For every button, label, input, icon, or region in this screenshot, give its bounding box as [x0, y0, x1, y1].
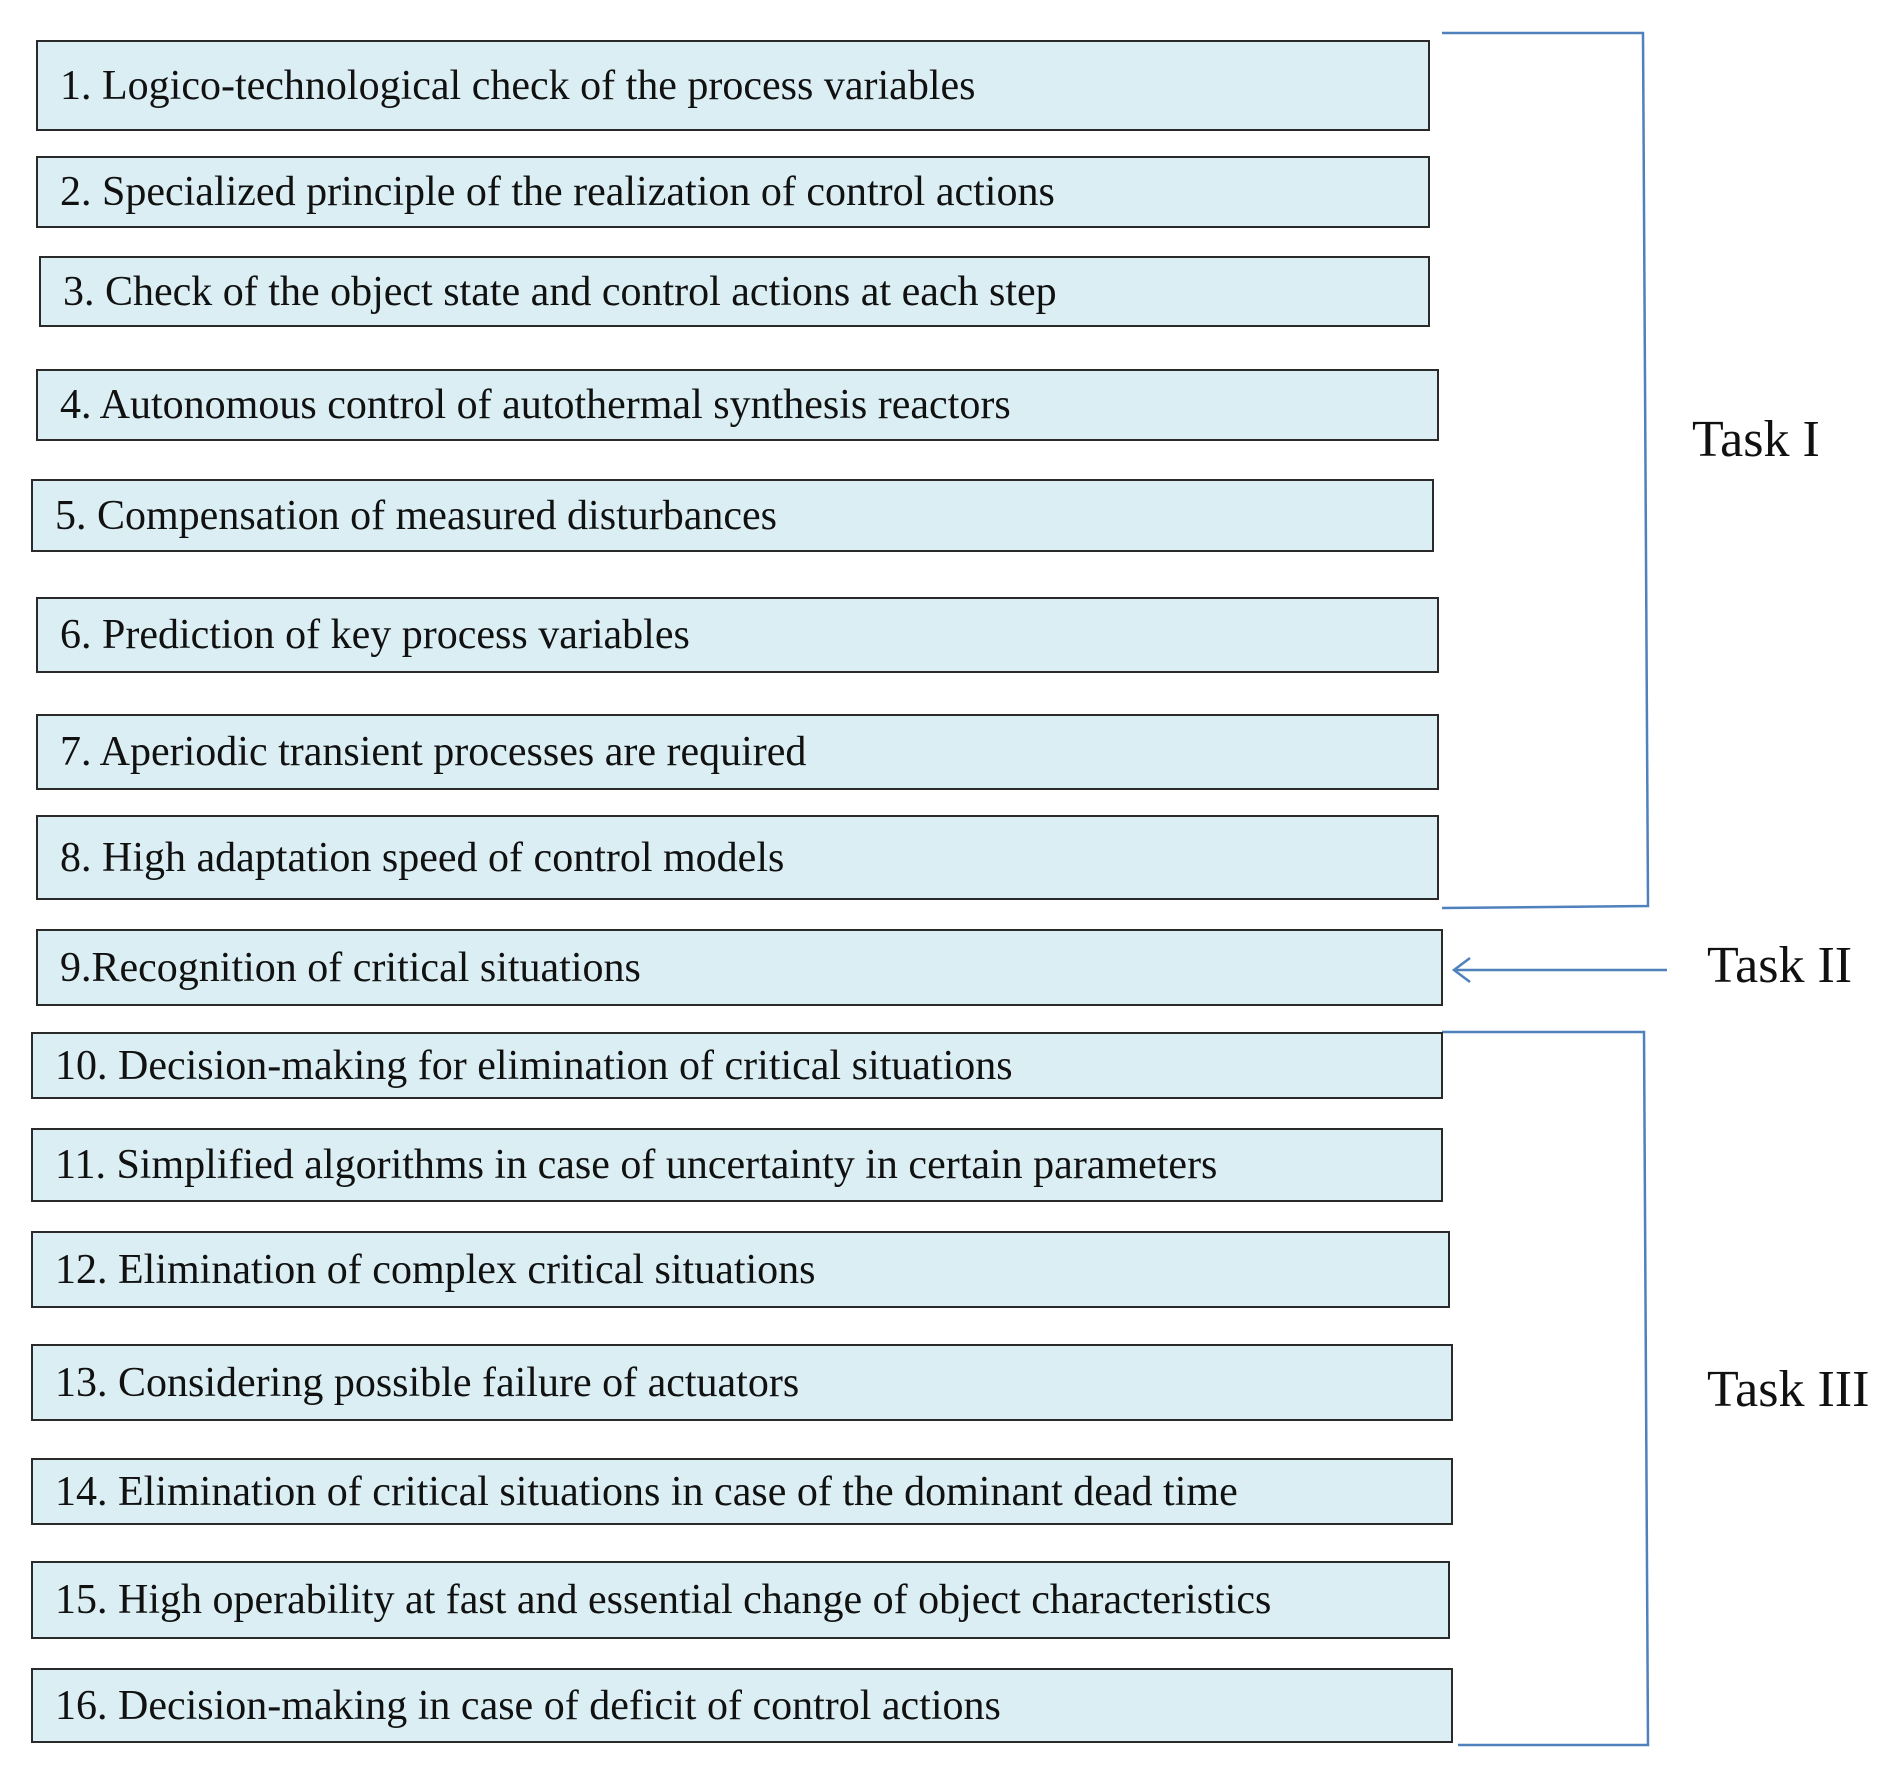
- requirement-2-text: 2. Specialized principle of the realizat…: [60, 169, 1055, 215]
- requirement-14-box: 14. Elimination of critical situations i…: [31, 1458, 1453, 1525]
- requirement-1-box: 1. Logico-technological check of the pro…: [36, 40, 1430, 131]
- requirement-2-box: 2. Specialized principle of the realizat…: [36, 156, 1430, 228]
- requirement-15-text: 15. High operability at fast and essenti…: [55, 1577, 1272, 1623]
- requirement-14-text: 14. Elimination of critical situations i…: [55, 1468, 1238, 1515]
- task-1-bracket: [1441, 31, 1650, 910]
- requirement-6-box: 6. Prediction of key process variables: [36, 597, 1439, 673]
- requirement-16-box: 16. Decision-making in case of deficit o…: [31, 1668, 1453, 1743]
- requirement-7-box: 7. Aperiodic transient processes are req…: [36, 714, 1439, 790]
- requirement-12-text: 12. Elimination of complex critical situ…: [55, 1246, 816, 1293]
- requirement-8-text: 8. High adaptation speed of control mode…: [60, 834, 785, 881]
- requirement-1-text: 1. Logico-technological check of the pro…: [60, 62, 976, 109]
- requirement-8-box: 8. High adaptation speed of control mode…: [36, 815, 1439, 900]
- requirement-16-text: 16. Decision-making in case of deficit o…: [55, 1682, 1001, 1729]
- task-1-label: Task I: [1692, 411, 1820, 468]
- task-3-label: Task III: [1707, 1361, 1870, 1418]
- requirement-11-text: 11. Simplified algorithms in case of unc…: [55, 1142, 1218, 1188]
- requirement-7-text: 7. Aperiodic transient processes are req…: [60, 729, 807, 775]
- requirement-3-box: 3. Check of the object state and control…: [39, 256, 1430, 327]
- requirement-3-text: 3. Check of the object state and control…: [63, 268, 1057, 315]
- requirement-10-box: 10. Decision-making for elimination of c…: [31, 1032, 1443, 1099]
- task-3-bracket: [1442, 1030, 1650, 1747]
- requirement-9-box: 9.Recognition of critical situations: [36, 929, 1443, 1006]
- task-2-label: Task II: [1707, 937, 1853, 994]
- requirement-4-box: 4. Autonomous control of autothermal syn…: [36, 369, 1439, 441]
- requirement-9-text: 9.Recognition of critical situations: [60, 944, 641, 991]
- requirement-10-text: 10. Decision-making for elimination of c…: [55, 1042, 1013, 1089]
- requirement-4-text: 4. Autonomous control of autothermal syn…: [60, 382, 1011, 428]
- task-2-arrow: [1451, 957, 1667, 983]
- requirement-6-text: 6. Prediction of key process variables: [60, 612, 690, 658]
- requirement-11-box: 11. Simplified algorithms in case of unc…: [31, 1128, 1443, 1202]
- requirement-12-box: 12. Elimination of complex critical situ…: [31, 1231, 1450, 1308]
- requirement-15-box: 15. High operability at fast and essenti…: [31, 1561, 1450, 1639]
- requirement-13-text: 13. Considering possible failure of actu…: [55, 1359, 800, 1406]
- requirement-5-box: 5. Compensation of measured disturbances: [31, 479, 1434, 552]
- requirement-5-text: 5. Compensation of measured disturbances: [55, 492, 777, 539]
- requirement-13-box: 13. Considering possible failure of actu…: [31, 1344, 1453, 1421]
